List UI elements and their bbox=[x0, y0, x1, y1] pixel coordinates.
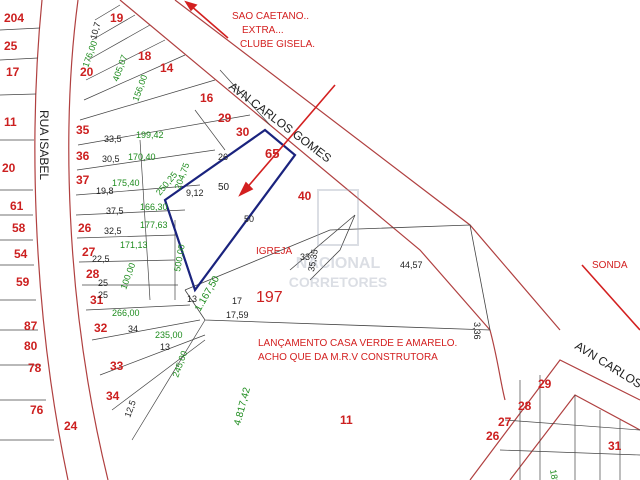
area-label: 166,30 bbox=[140, 202, 168, 212]
lot-number: 61 bbox=[10, 199, 24, 213]
lot-number: 26 bbox=[486, 429, 500, 443]
dimension-label: 19,8 bbox=[96, 186, 114, 196]
watermark: NACIONAL CORRETORES bbox=[289, 189, 388, 290]
dimension-label: 34 bbox=[128, 324, 138, 334]
note-igreja: IGREJA bbox=[256, 246, 292, 257]
note-extra: EXTRA... bbox=[242, 25, 284, 36]
lot-number: 33 bbox=[110, 359, 124, 373]
area-label: 266,00 bbox=[112, 308, 140, 318]
lot-number: 31 bbox=[608, 439, 622, 453]
note-sonda: SONDA bbox=[592, 260, 628, 271]
dimension-label: 17 bbox=[232, 296, 242, 306]
note-sao-caetano: SAO CAETANO.. bbox=[232, 11, 309, 22]
lot-number: 25 bbox=[4, 39, 18, 53]
area-label: 235,00 bbox=[155, 330, 183, 340]
area-label: 175,40 bbox=[112, 178, 140, 188]
street-rua-isabel: RUA ISABEL bbox=[37, 110, 51, 180]
igreja-outline bbox=[289, 214, 356, 281]
lot-number: 27 bbox=[82, 245, 96, 259]
middle-block-lot-lines bbox=[75, 4, 271, 441]
lot-number: 40 bbox=[298, 189, 312, 203]
dimension-label: 32,5 bbox=[104, 226, 122, 236]
watermark-line1: NACIONAL bbox=[296, 255, 381, 272]
area-label: 170,40 bbox=[128, 152, 156, 162]
lot-number: 17 bbox=[6, 65, 20, 79]
dimension-label: 35,35 bbox=[306, 248, 320, 272]
lot-number: 20 bbox=[2, 161, 16, 175]
lot-number: 34 bbox=[106, 389, 120, 403]
note-lancamento-1: LANÇAMENTO CASA VERDE E AMARELO. bbox=[258, 338, 457, 349]
lot-number: 36 bbox=[76, 149, 90, 163]
lot-number: 24 bbox=[64, 419, 78, 433]
dimension-label: 50 bbox=[244, 214, 254, 224]
lot-number: 14 bbox=[160, 61, 174, 75]
lot-number: 80 bbox=[24, 339, 38, 353]
lot-number: 59 bbox=[16, 275, 30, 289]
lot-number: 29 bbox=[538, 377, 552, 391]
dimension-label: 17,59 bbox=[226, 310, 249, 320]
lot-number: 35 bbox=[76, 123, 90, 137]
dimension-label: 13 bbox=[160, 342, 170, 352]
lot-number: 30 bbox=[236, 125, 250, 139]
lot-number: 11 bbox=[340, 413, 353, 427]
dimension-label: 25 bbox=[98, 278, 108, 288]
lot-number: 16 bbox=[200, 91, 214, 105]
note-lancamento-2: ACHO QUE DA M.R.V CONSTRUTORA bbox=[258, 352, 438, 363]
dimension-label: 26 bbox=[218, 152, 228, 162]
area-label: 177,63 bbox=[140, 220, 168, 230]
lot-number: 204 bbox=[4, 11, 24, 25]
watermark-line2: CORRETORES bbox=[289, 274, 388, 290]
lot-number: 58 bbox=[12, 221, 26, 235]
dimension-label: 25 bbox=[98, 290, 108, 300]
left-lot-lines bbox=[0, 27, 54, 441]
lot-number: 11 bbox=[4, 115, 17, 129]
lot-numbers: 204 25 17 11 20 61 58 54 59 87 80 78 76 … bbox=[2, 11, 622, 453]
rua-isabel-road bbox=[34, 0, 109, 480]
lot-number: 76 bbox=[30, 403, 44, 417]
area-label: 500,00 bbox=[172, 243, 187, 272]
dimension-label: 44,57 bbox=[400, 260, 423, 270]
dimension-label: 22,5 bbox=[92, 254, 110, 264]
dimension-label: 33,5 bbox=[104, 134, 122, 144]
lot-number: 20 bbox=[80, 65, 94, 79]
lot-number: 29 bbox=[218, 111, 232, 125]
lot-number: 27 bbox=[498, 415, 512, 429]
lot-number: 26 bbox=[78, 221, 92, 235]
dimension-labels: 10,7 33,5 30,5 19,8 37,5 32,5 22,5 25 34… bbox=[88, 21, 482, 419]
dimension-label: 9,12 bbox=[186, 188, 204, 198]
lot-number: 19 bbox=[110, 11, 124, 25]
highlighted-lot-number: 65 bbox=[265, 146, 279, 161]
area-label: 199,42 bbox=[136, 130, 164, 140]
highlighted-lot-width: 13 bbox=[187, 294, 197, 304]
dimension-label: 3,36 bbox=[472, 322, 482, 340]
lot-number: 32 bbox=[94, 321, 108, 335]
lot-number: 78 bbox=[28, 361, 42, 375]
dimension-label: 10,7 bbox=[88, 21, 102, 41]
direction-arrows bbox=[184, 0, 640, 331]
area-label: 171,13 bbox=[120, 240, 148, 250]
lot-number: 28 bbox=[86, 267, 100, 281]
highlighted-lot-65 bbox=[163, 128, 297, 293]
dimension-label: 37,5 bbox=[106, 206, 124, 216]
area-label: 182,40 bbox=[548, 469, 563, 480]
lot-number: 37 bbox=[76, 173, 90, 187]
lot-number: 28 bbox=[518, 399, 532, 413]
dimension-label: 30,5 bbox=[102, 154, 120, 164]
lot-number: 87 bbox=[24, 319, 38, 333]
highlighted-lot-front: 50 bbox=[218, 182, 230, 193]
lot-197-outline bbox=[184, 224, 491, 331]
dimension-label: 33 bbox=[300, 252, 310, 262]
big-lot-number: 197 bbox=[256, 289, 283, 306]
lot-number: 31 bbox=[90, 293, 104, 307]
lot-number: 54 bbox=[14, 247, 28, 261]
lower-right-block-lines bbox=[499, 375, 640, 480]
lot-number: 18 bbox=[138, 49, 152, 63]
note-clube: CLUBE GISELA. bbox=[240, 39, 315, 50]
